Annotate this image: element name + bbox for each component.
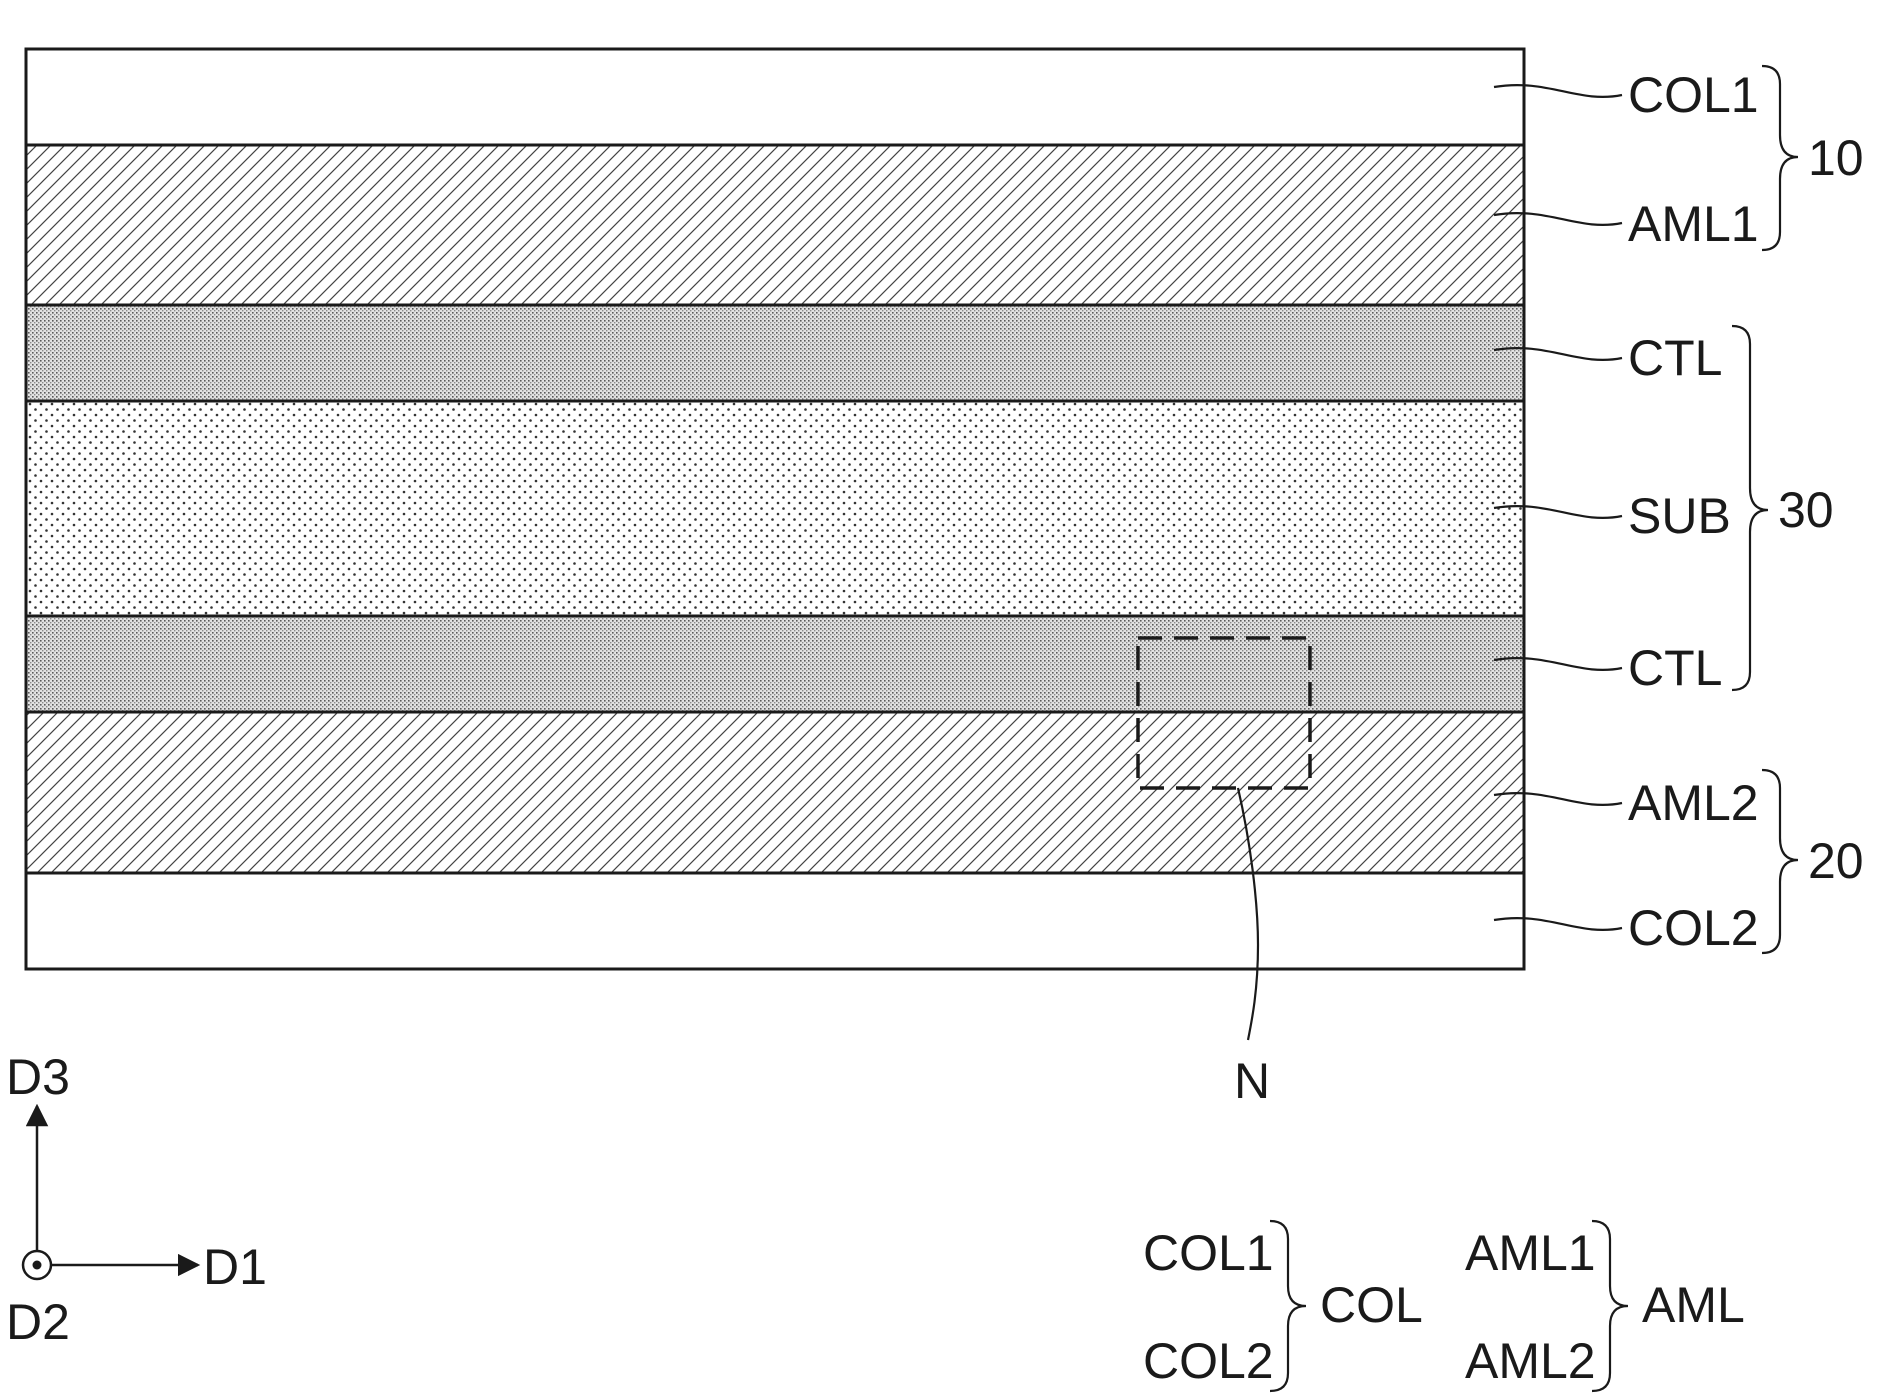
group-label-upper: 10	[1808, 130, 1864, 186]
group-label-lower: 20	[1808, 833, 1864, 889]
axis-label-d1: D1	[203, 1239, 267, 1295]
legend-aml-brace	[1592, 1221, 1628, 1391]
legend-aml-item-1: AML1	[1465, 1225, 1596, 1281]
group-label-middle: 30	[1778, 482, 1834, 538]
label-sub: SUB	[1628, 488, 1731, 544]
legend-aml-item-2: AML2	[1465, 1333, 1596, 1389]
axis-indicator	[23, 1106, 198, 1279]
legend-aml-group: AML	[1642, 1277, 1745, 1333]
label-aml1: AML1	[1628, 196, 1759, 252]
brace-lower	[1762, 770, 1798, 953]
label-col2: COL2	[1628, 900, 1759, 956]
layer-aml2	[26, 712, 1524, 873]
label-col1: COL1	[1628, 67, 1759, 123]
label-ctl-bottom: CTL	[1628, 640, 1722, 696]
layer-ctl-bottom	[26, 616, 1524, 712]
brace-middle	[1732, 326, 1768, 690]
axis-d2-dot	[33, 1261, 42, 1270]
legend-col-group: COL	[1320, 1277, 1423, 1333]
legend-col-item-2: COL2	[1143, 1333, 1274, 1389]
layer-col1	[26, 49, 1524, 145]
legend-col-brace	[1270, 1221, 1306, 1391]
layer-sub	[26, 401, 1524, 616]
legend-col-item-1: COL1	[1143, 1225, 1274, 1281]
axis-label-d2: D2	[6, 1294, 70, 1350]
brace-upper	[1762, 66, 1798, 250]
layer-ctl-top	[26, 305, 1524, 401]
label-aml2: AML2	[1628, 775, 1759, 831]
detail-region-label: N	[1234, 1053, 1270, 1109]
axis-label-d3: D3	[6, 1049, 70, 1105]
layer-col2	[26, 873, 1524, 969]
layer-aml1	[26, 145, 1524, 305]
label-ctl-top: CTL	[1628, 330, 1722, 386]
